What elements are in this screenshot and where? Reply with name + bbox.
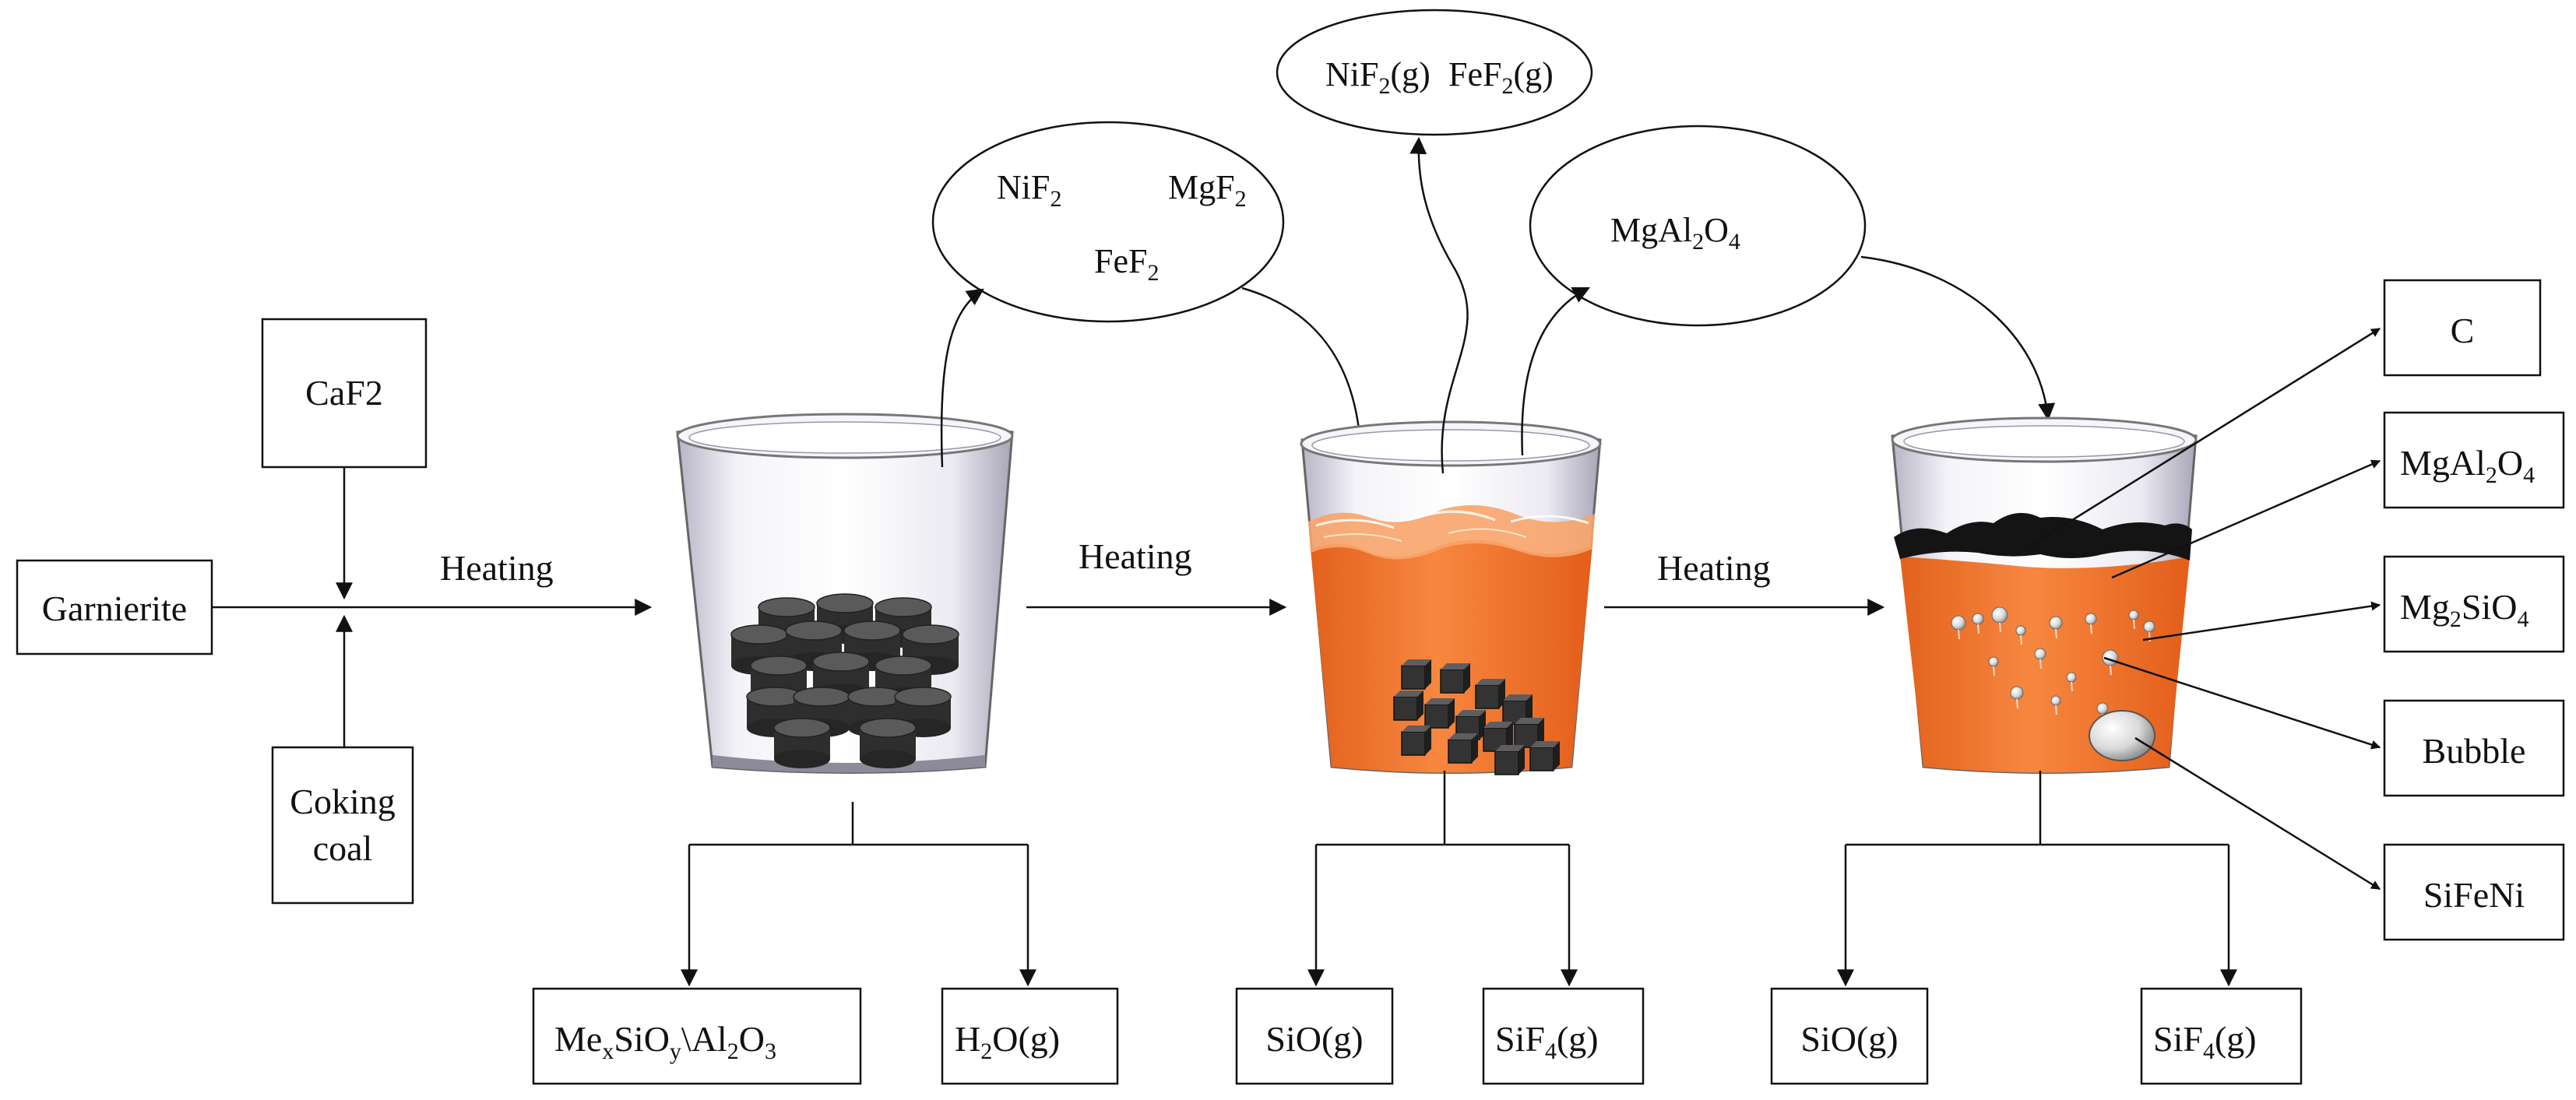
bubble-trail xyxy=(2055,705,2057,715)
coking-coal-label-line1: Coking xyxy=(290,782,395,821)
phase-sifeni-label: SiFeNi xyxy=(2423,875,2525,915)
leader-mgal2o4 xyxy=(2111,459,2381,579)
nif2-text: NiF2 xyxy=(997,168,1061,212)
stage2-spinel-in-arrow xyxy=(1860,255,2056,421)
pellet-stack xyxy=(730,593,959,768)
cube xyxy=(1424,698,1455,729)
cube xyxy=(1401,726,1431,756)
heating-label-1: Heating xyxy=(440,548,554,588)
bubble xyxy=(1972,613,1984,625)
crucible-2 xyxy=(1300,420,1602,775)
cube xyxy=(1401,659,1431,690)
leader-bubble xyxy=(2103,656,2381,750)
garnierite-label: Garnierite xyxy=(42,589,187,628)
mgal2o4-ellipse-text: MgAl2O4 xyxy=(1610,211,1740,255)
bubble-trail xyxy=(1977,624,1980,634)
bubble-cluster xyxy=(1951,606,2155,724)
cube xyxy=(1475,679,1505,709)
bubble xyxy=(1991,606,2008,624)
cube xyxy=(1393,691,1423,721)
stage2-sif4-box: SiF4(g) xyxy=(1482,987,1645,1085)
nif2g-text: NiF2(g) xyxy=(1325,55,1431,99)
bubble-trail xyxy=(1958,629,1960,640)
cube xyxy=(1529,741,1560,771)
bubble-trail xyxy=(2039,659,2042,669)
bubble xyxy=(2050,695,2061,706)
bubble xyxy=(1988,656,1999,667)
phase-mgal2o4-label: MgAl2O4 xyxy=(2400,443,2535,488)
sifeni-droplet xyxy=(2089,710,2155,761)
heating-label-3: Heating xyxy=(1657,548,1771,588)
bubble-trail xyxy=(2055,628,2057,639)
fef2-text: FeF2 xyxy=(1094,242,1159,286)
stage2-spinel-ellipse: MgAl2O4 xyxy=(1529,125,1867,327)
caf2-box: CaF2 xyxy=(261,318,428,469)
bubble xyxy=(2085,613,2097,625)
crucible-3 xyxy=(1891,416,2198,774)
caf2-label: CaF2 xyxy=(305,373,383,413)
bubble-trail xyxy=(2090,624,2092,634)
coking-coal-box: Coking coal xyxy=(271,746,414,905)
stage3-sif4-label: SiF4(g) xyxy=(2153,1019,2257,1064)
bubble-trail xyxy=(2148,631,2151,642)
bubble xyxy=(2128,610,2139,620)
cube xyxy=(1494,745,1525,775)
bubble xyxy=(2049,616,2063,630)
bubble-trail xyxy=(2020,634,2022,645)
mexsioy-box: MexSiOy\Al2O3 xyxy=(532,987,862,1085)
bubble xyxy=(2066,672,2077,683)
stage3-sio-box: SiO(g) xyxy=(1770,987,1929,1085)
phase-mgal2o4-box: MgAl2O4 xyxy=(2383,411,2565,509)
bubble xyxy=(2010,686,2024,700)
bubble-trail xyxy=(1999,622,2001,633)
h2o-box: H2O(g) xyxy=(941,987,1119,1085)
bubble-trail xyxy=(2071,681,2073,692)
coking-coal-label-line2: coal xyxy=(313,828,373,868)
stage2-sio-label: SiO(g) xyxy=(1265,1019,1363,1059)
bubble-trail xyxy=(2110,665,2112,676)
bubble xyxy=(2096,702,2109,715)
stage1-vapor-ellipse: NiF2 MgF2 FeF2 xyxy=(931,121,1285,323)
h2o-label: H2O(g) xyxy=(955,1019,1060,1064)
mexsioy-label: MexSiOy\Al2O3 xyxy=(554,1019,776,1064)
bubble xyxy=(1951,615,1966,631)
bubble-trail xyxy=(2016,698,2018,709)
stage2-spinel-out-arrow xyxy=(1521,286,1590,456)
stage3-sif4-box: SiF4(g) xyxy=(2140,987,2303,1085)
garnierite-box: Garnierite xyxy=(16,559,213,655)
leader-sifeni xyxy=(2134,736,2381,891)
bubble xyxy=(2143,620,2155,633)
bubble xyxy=(2034,648,2046,660)
stage1-vapor-out-arrow xyxy=(940,288,984,468)
stage2-gas-ellipse: NiF2(g) FeF2(g) xyxy=(1276,9,1593,136)
cube xyxy=(1440,663,1470,694)
heating-label-2: Heating xyxy=(1079,536,1192,576)
phase-mg2sio4-label: Mg2SiO4 xyxy=(2400,587,2529,632)
mgf2-text: MgF2 xyxy=(1168,168,1247,212)
pellet xyxy=(773,718,831,768)
phase-sifeni-box: SiFeNi xyxy=(2383,843,2565,941)
leader-c xyxy=(2028,327,2381,549)
stage2-sif4-label: SiF4(g) xyxy=(1495,1019,1599,1064)
phase-c-box: C xyxy=(2383,279,2542,377)
pellet-cubes xyxy=(1393,659,1560,775)
phase-bubble-box: Bubble xyxy=(2383,699,2565,797)
stage2-gas-arrow xyxy=(1409,136,1469,474)
leader-mg2sio4 xyxy=(2142,601,2381,641)
pellet xyxy=(859,718,917,768)
phase-mg2sio4-box: Mg2SiO4 xyxy=(2383,555,2565,653)
cube xyxy=(1448,733,1478,764)
stage3-sio-label: SiO(g) xyxy=(1800,1019,1898,1059)
stage2-sio-box: SiO(g) xyxy=(1235,987,1394,1085)
crucible-1 xyxy=(676,413,1014,774)
phase-bubble-label: Bubble xyxy=(2423,731,2526,771)
bubble xyxy=(2015,625,2026,636)
phase-c-label: C xyxy=(2451,311,2475,350)
fef2g-text: FeF2(g) xyxy=(1448,55,1554,99)
